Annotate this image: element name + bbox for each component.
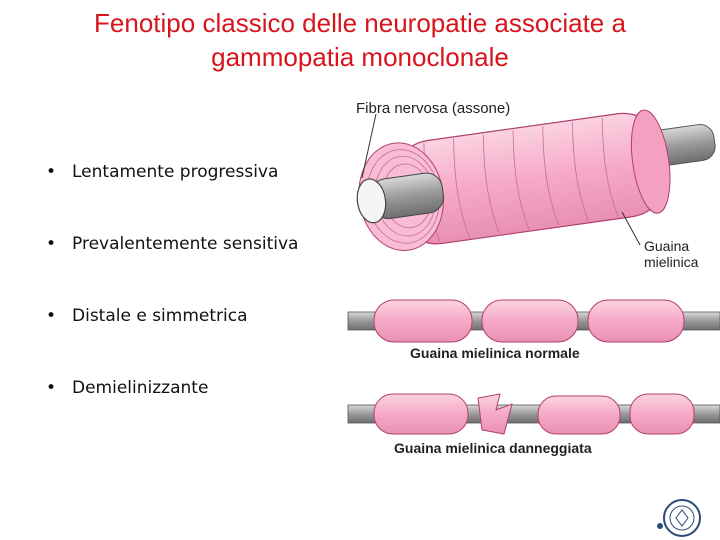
- label-myelin-sheath: Guaina mielinica: [644, 238, 699, 270]
- leader-line: [621, 211, 641, 246]
- damaged-myelin-row: [347, 393, 720, 435]
- title-line-2: gammopatia monoclonale: [211, 42, 509, 72]
- bullet-item: •Prevalentemente sensitiva: [46, 234, 299, 254]
- bullet-item: •Demielinizzante: [46, 378, 209, 398]
- university-seal-icon: [657, 499, 701, 537]
- title-line-1: Fenotipo classico delle neuropatie assoc…: [94, 8, 626, 38]
- bullet-item: •Distale e simmetrica: [46, 306, 248, 326]
- slide-title: Fenotipo classico delle neuropatie assoc…: [0, 6, 720, 74]
- label-normal-myelin: Guaina mielinica normale: [410, 345, 580, 361]
- normal-myelin-row: [347, 299, 720, 343]
- bullet-item: •Lentamente progressiva: [46, 162, 279, 182]
- label-damaged-myelin: Guaina mielinica danneggiata: [394, 440, 592, 456]
- leader-line: [361, 113, 377, 179]
- myelin-cylinder: [356, 109, 716, 251]
- label-axon: Fibra nervosa (assone): [356, 100, 511, 117]
